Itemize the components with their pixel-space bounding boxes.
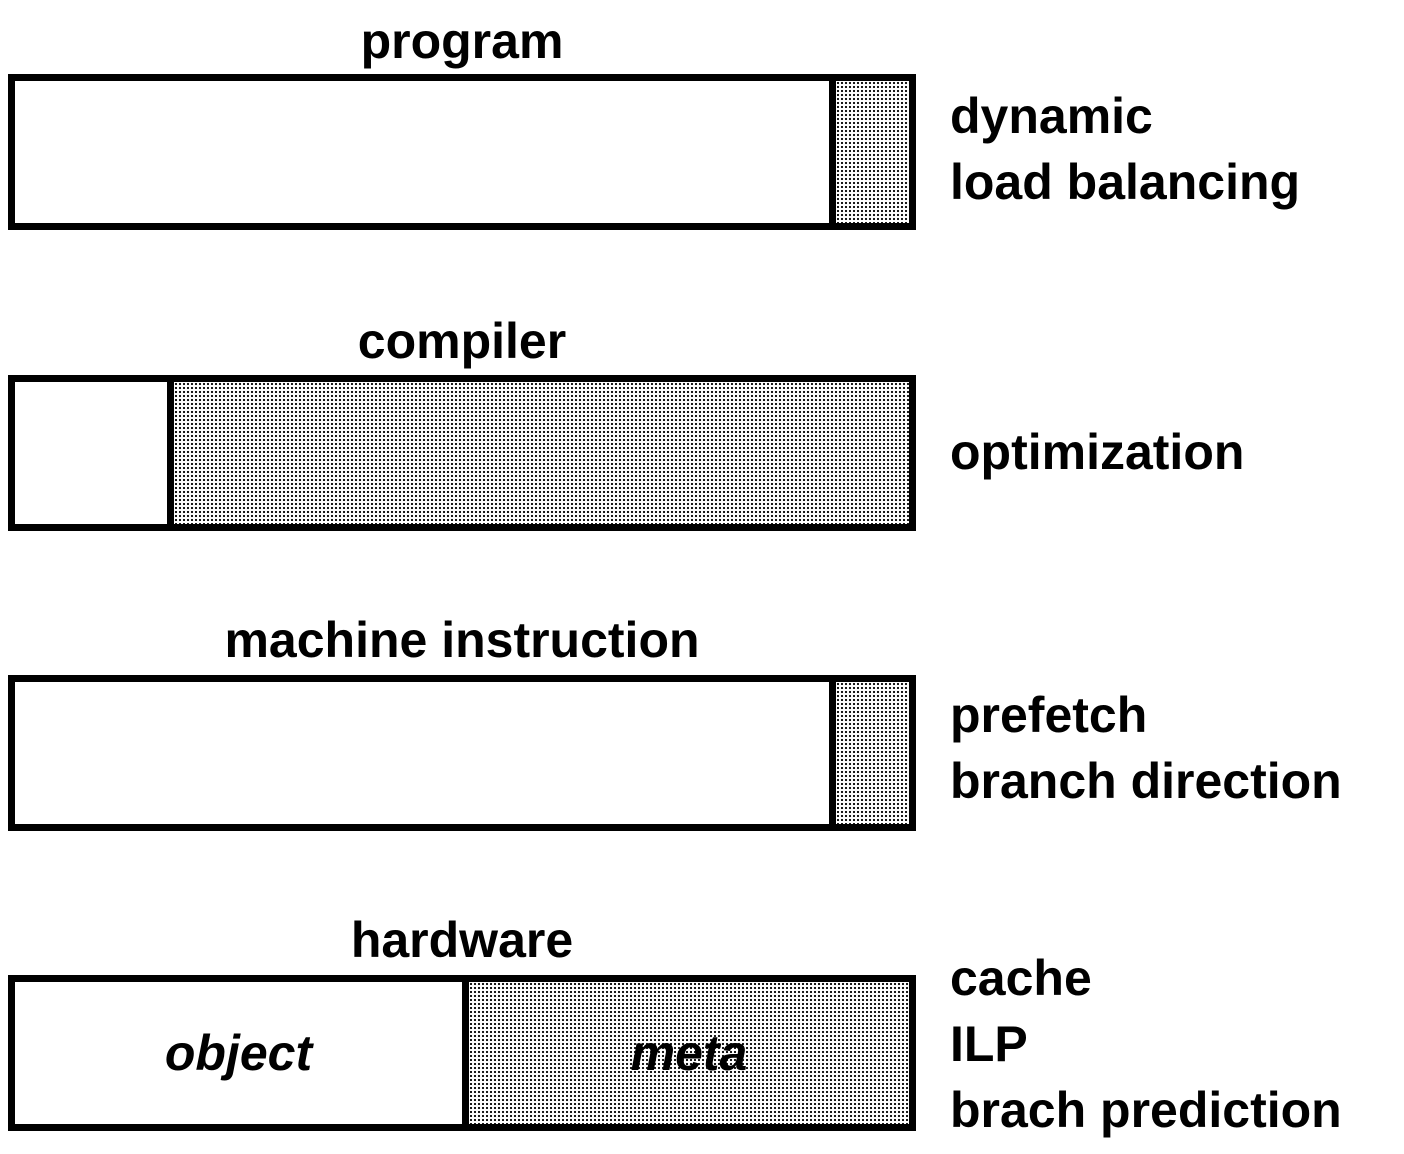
layer-bar (8, 375, 916, 531)
side-labels: cache ILP brach prediction (950, 945, 1342, 1143)
side-labels: optimization (950, 419, 1244, 485)
side-label: brach prediction (950, 1082, 1342, 1138)
object-segment: object (15, 982, 462, 1124)
side-label: prefetch (950, 687, 1148, 743)
object-segment (15, 682, 829, 824)
row-title: compiler (357, 313, 567, 369)
meta-segment (829, 682, 909, 824)
side-label: branch direction (950, 753, 1342, 809)
layer-bar (8, 74, 916, 230)
side-label: load balancing (950, 154, 1301, 210)
object-label: object (164, 1025, 313, 1081)
side-label: optimization (950, 424, 1245, 480)
meta-segment (829, 81, 909, 223)
meta-segment (167, 382, 909, 524)
side-labels: prefetch branch direction (950, 682, 1342, 814)
row-title: program (360, 13, 564, 69)
layer-bar (8, 675, 916, 831)
layer-bar: object meta (8, 975, 916, 1131)
side-label: dynamic (950, 88, 1153, 144)
side-label: ILP (950, 1016, 1028, 1072)
side-label: cache (950, 950, 1092, 1006)
row-title: machine instruction (224, 612, 700, 668)
object-segment (15, 382, 167, 524)
meta-label: meta (630, 1025, 748, 1081)
row-title: hardware (350, 912, 574, 968)
side-labels: dynamic load balancing (950, 83, 1300, 215)
object-segment (15, 81, 829, 223)
meta-segment: meta (462, 982, 909, 1124)
